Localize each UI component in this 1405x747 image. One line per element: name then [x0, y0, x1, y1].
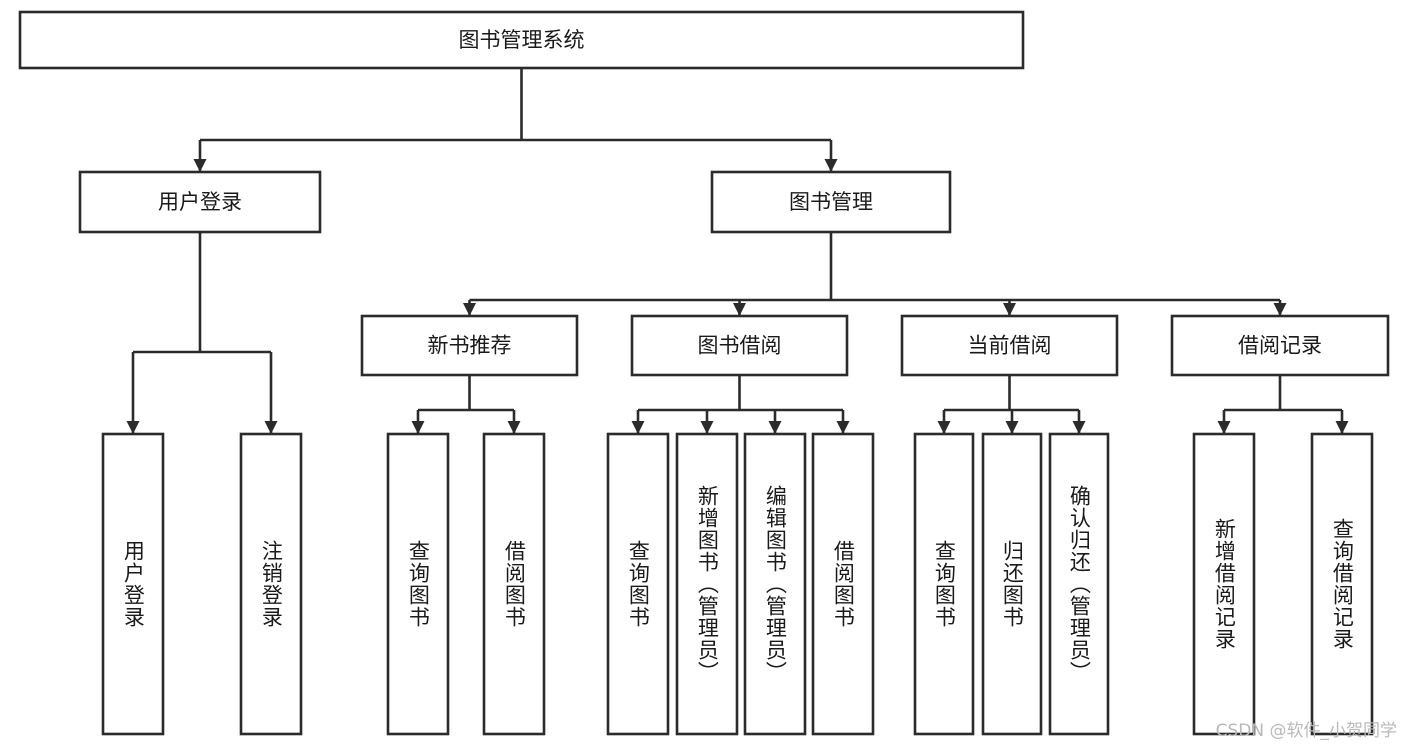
node-box-leaf-user-login[interactable]: [101, 432, 165, 736]
edge-arrowhead: [1273, 303, 1287, 316]
node-box-leaf-add-record[interactable]: [1192, 432, 1256, 736]
node-box-leaf-query-record[interactable]: [1310, 432, 1374, 736]
edge-layer: [126, 68, 1349, 434]
edge-arrowhead: [836, 421, 850, 434]
edge-arrowhead: [507, 421, 521, 434]
node-box-book-borrow[interactable]: [630, 314, 849, 377]
node-box-leaf-borrow-book-recommend[interactable]: [482, 432, 546, 736]
edge-arrowhead: [1003, 303, 1016, 316]
node-label-root: 图书管理系统: [459, 28, 585, 52]
node-label-new-book-recommend: 新书推荐: [428, 334, 512, 358]
node-box-leaf-logout[interactable]: [239, 432, 303, 736]
node-box-leaf-query-book-recommend[interactable]: [386, 432, 450, 736]
edge-arrowhead: [264, 421, 278, 434]
node-box-borrow-record[interactable]: [1170, 314, 1390, 377]
node-label-book-manage: 图书管理: [789, 190, 873, 214]
node-label-current-borrow: 当前借阅: [968, 334, 1052, 358]
edge-arrowhead: [1072, 421, 1086, 434]
edge-arrowhead: [768, 421, 782, 434]
node-box-user-login[interactable]: [78, 170, 322, 234]
node-box-leaf-edit-book[interactable]: [743, 432, 807, 736]
node-box-leaf-return-book[interactable]: [981, 432, 1043, 736]
edge-arrowhead: [824, 159, 838, 172]
edge-arrowhead: [193, 159, 207, 172]
node-label-borrow-record: 借阅记录: [1238, 334, 1322, 358]
node-box-leaf-query-book-current[interactable]: [913, 432, 975, 736]
node-box-root[interactable]: [18, 10, 1025, 70]
node-label-book-borrow: 图书借阅: [698, 334, 782, 358]
node-box-new-book-recommend[interactable]: [360, 314, 579, 377]
edge-arrowhead: [1005, 421, 1019, 434]
node-box-leaf-confirm-return[interactable]: [1048, 432, 1110, 736]
node-box-book-manage[interactable]: [710, 170, 952, 234]
edge-arrowhead: [463, 303, 476, 316]
edge-arrowhead: [126, 421, 140, 434]
node-box-current-borrow[interactable]: [900, 314, 1119, 377]
node-box-layer: [18, 10, 1390, 736]
node-box-leaf-borrow-book[interactable]: [811, 432, 875, 736]
edge-arrowhead: [631, 421, 645, 434]
node-box-leaf-add-book[interactable]: [675, 432, 739, 736]
edge-arrowhead: [700, 421, 714, 434]
edge-arrowhead: [1217, 421, 1231, 434]
node-box-leaf-query-book-borrow[interactable]: [606, 432, 670, 736]
edge-arrowhead: [733, 303, 746, 316]
edge-arrowhead: [937, 421, 951, 434]
edge-arrowhead: [1335, 421, 1349, 434]
edge-arrowhead: [411, 421, 425, 434]
node-label-user-login: 用户登录: [158, 190, 242, 214]
